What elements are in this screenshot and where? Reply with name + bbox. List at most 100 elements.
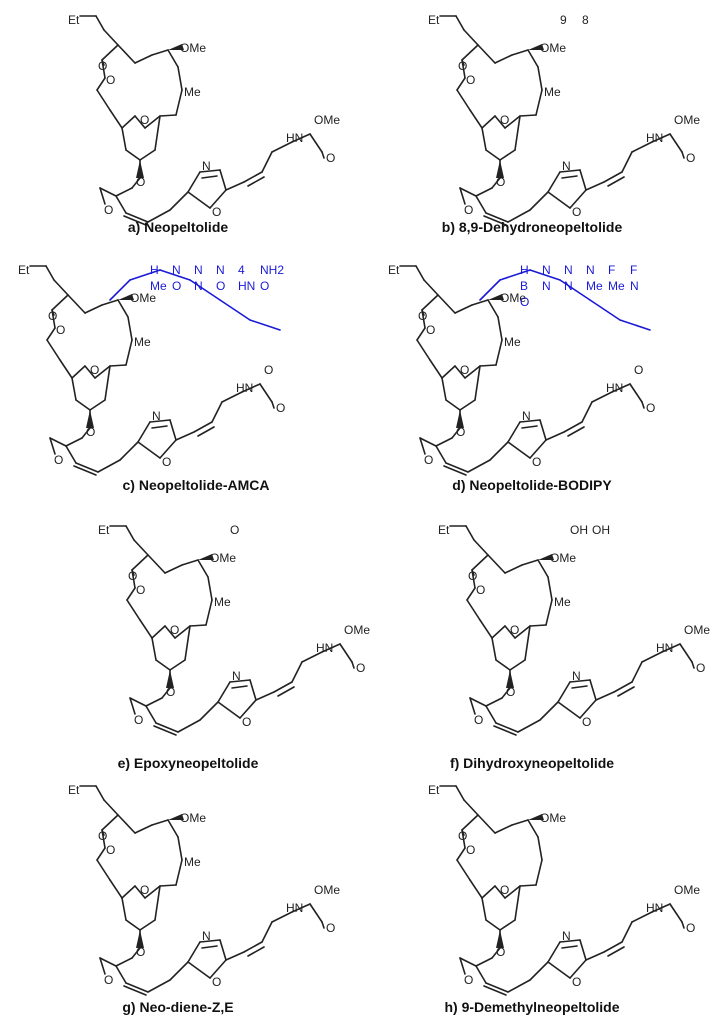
bond: [514, 885, 521, 921]
double-bond: [321, 921, 325, 929]
bond: [495, 339, 503, 366]
atom-label: O: [48, 309, 57, 323]
atom-label: Et: [388, 263, 400, 277]
bond: [104, 365, 111, 401]
bond: [134, 885, 146, 899]
atom-label: HN: [286, 131, 303, 145]
bond: [121, 885, 136, 899]
bond: [51, 294, 69, 311]
atom-label: O: [140, 883, 149, 897]
atom-label: O: [496, 175, 505, 189]
bond: [71, 377, 77, 401]
bond: [479, 619, 493, 639]
bond: [469, 109, 483, 129]
atom-label-extra: N: [564, 263, 573, 277]
double-bond: [493, 725, 517, 736]
bond: [539, 701, 559, 721]
atom-label: O: [56, 323, 65, 337]
bond: [46, 327, 56, 341]
bond: [126, 599, 141, 621]
bond: [49, 437, 67, 447]
bond: [469, 879, 483, 899]
atom-label: O: [646, 401, 655, 415]
bond: [115, 187, 133, 197]
bond: [547, 171, 561, 193]
stereo-wedge: [86, 410, 94, 428]
bond: [529, 624, 547, 627]
atom-label: O: [134, 713, 143, 727]
double-bond: [691, 661, 695, 669]
bond: [147, 554, 166, 574]
bond: [504, 564, 523, 574]
panel-caption: c) Neopeltolide-AMCA: [123, 477, 270, 493]
probe-bond: [559, 279, 591, 301]
double-bond: [483, 985, 507, 996]
atom-label-extra: Me: [586, 279, 603, 293]
bond: [547, 576, 553, 601]
double-bond: [49, 437, 56, 455]
atom-label: OMe: [314, 883, 340, 897]
bond: [459, 957, 477, 967]
double-bond: [567, 426, 585, 437]
probe-bond: [529, 269, 561, 281]
panel-caption: f) Dihydroxyneopeltolide: [450, 755, 614, 771]
double-bond: [351, 661, 355, 669]
bond: [181, 559, 199, 566]
double-bond: [571, 685, 588, 689]
bond: [249, 679, 257, 701]
atom-label: OMe: [500, 291, 526, 305]
bond: [579, 169, 587, 191]
bond: [507, 979, 531, 993]
bond: [437, 294, 456, 314]
bond: [115, 195, 127, 214]
bond: [494, 115, 506, 129]
double-bond: [459, 187, 466, 205]
bond: [117, 44, 136, 64]
probe-bond: [499, 269, 531, 281]
bond: [65, 445, 77, 464]
bond: [491, 947, 501, 959]
atom-label: OMe: [210, 551, 236, 565]
stereo-wedge: [136, 930, 144, 948]
bond: [137, 421, 151, 443]
bond: [151, 625, 166, 639]
bond: [491, 637, 497, 661]
bond: [537, 559, 549, 578]
bond: [177, 836, 183, 861]
bond: [109, 879, 123, 899]
atom-label: OMe: [344, 623, 370, 637]
bond: [241, 383, 261, 393]
bond: [131, 947, 141, 959]
bond: [121, 115, 136, 129]
atom-label-extra: O: [216, 279, 225, 293]
bond: [651, 903, 671, 913]
atom-label-extra: B: [520, 279, 528, 293]
stereo-wedge: [168, 814, 184, 820]
bond: [71, 365, 86, 379]
bond: [435, 445, 447, 464]
bond: [209, 959, 227, 979]
bond: [221, 391, 243, 403]
double-bond: [201, 945, 218, 949]
bond: [529, 961, 549, 981]
atom-label: O: [464, 203, 473, 217]
bond: [529, 191, 549, 211]
bond: [145, 697, 163, 707]
bond: [225, 181, 245, 191]
double-bond: [641, 401, 645, 409]
atom-label-extra: O: [172, 279, 181, 293]
bond: [471, 569, 475, 576]
bond: [115, 965, 127, 984]
atom-label: N: [522, 409, 531, 423]
atom-label: N: [152, 409, 161, 423]
atom-label: HN: [316, 641, 333, 655]
bond: [494, 885, 506, 899]
atom-label: N: [572, 669, 581, 683]
bond: [167, 819, 179, 838]
bond: [475, 957, 493, 967]
bond: [521, 559, 539, 566]
atom-label: O: [276, 401, 285, 415]
